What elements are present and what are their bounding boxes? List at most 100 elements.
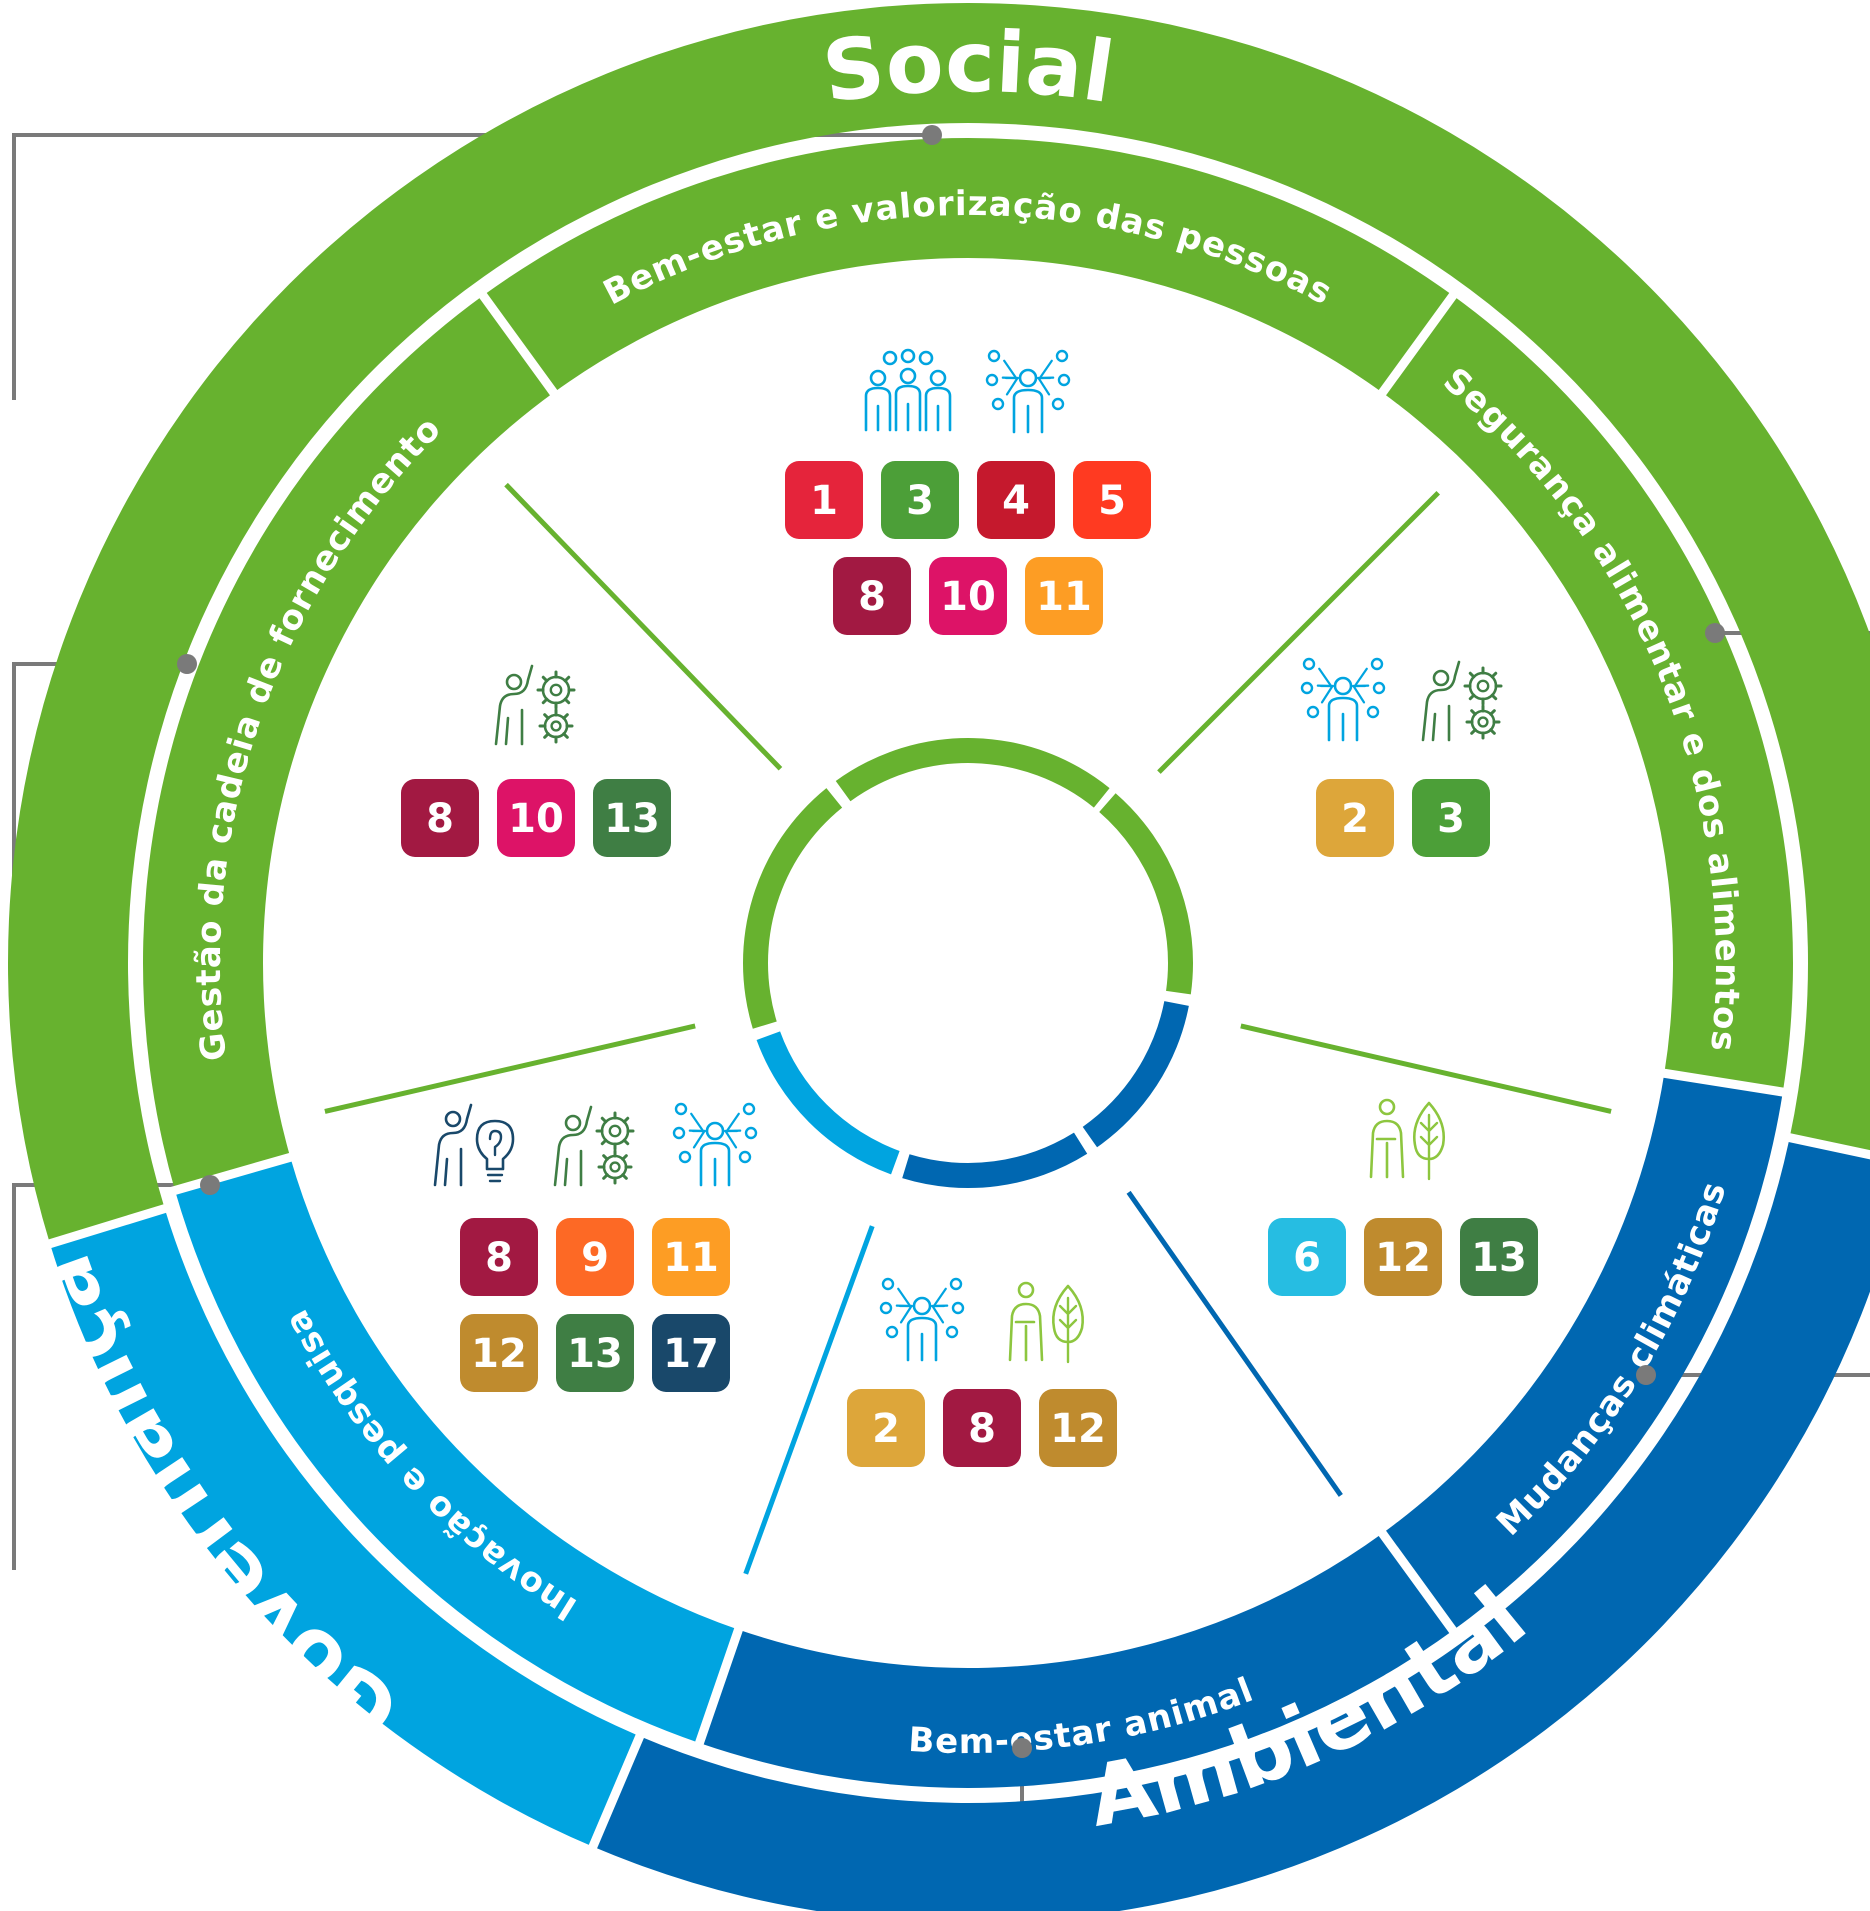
svg-text:9: 9 [581, 1235, 609, 1281]
person-leaf-icon [1369, 1098, 1445, 1181]
svg-text:8: 8 [968, 1406, 996, 1452]
segment-dividers [43, 288, 1870, 1854]
spoke-line [504, 482, 783, 771]
person-gears-icon [553, 1105, 635, 1187]
sdg-badge-12: 12 [460, 1314, 538, 1392]
theme-content-mudancas-climaticas: 6 12 13 [1268, 1098, 1538, 1296]
svg-text:6: 6 [1293, 1235, 1321, 1281]
svg-text:4: 4 [1002, 478, 1030, 524]
svg-text:12: 12 [471, 1331, 527, 1377]
network-person-icon [672, 1102, 758, 1187]
svg-text:8: 8 [858, 574, 886, 620]
person-gears-icon [1421, 660, 1503, 742]
sdg-badge-10: 10 [929, 557, 1007, 635]
svg-text:10: 10 [508, 796, 564, 842]
sdg-badge-3: 3 [881, 461, 959, 539]
sdg-badge-3: 3 [1412, 779, 1490, 857]
pillar-gap [586, 1729, 646, 1854]
svg-text:1: 1 [810, 478, 838, 524]
svg-text:10: 10 [940, 574, 996, 620]
pillar-gap [1783, 1132, 1870, 1160]
spoke-line [743, 1225, 875, 1575]
outer-pillar-ring [8, 3, 1870, 1911]
connector-dot [1705, 623, 1725, 643]
svg-text:8: 8 [485, 1235, 513, 1281]
center-ring-segment [902, 1132, 1088, 1188]
svg-text:8: 8 [426, 796, 454, 842]
sdg-badge-2: 2 [1316, 779, 1394, 857]
spoke-line [1126, 1190, 1343, 1497]
theme-content-bem-estar-pessoas: 1 3 4 5 8 10 11 [785, 348, 1151, 635]
spoke-line [1240, 1023, 1612, 1114]
theme-gap [693, 1623, 745, 1750]
connector-dot [1012, 1738, 1032, 1758]
theme-gap [168, 1151, 297, 1197]
sdg-badge-11: 11 [652, 1218, 730, 1296]
sdg-badge-8: 8 [943, 1389, 1021, 1467]
svg-text:13: 13 [604, 796, 660, 842]
sdg-badge-6: 6 [1268, 1218, 1346, 1296]
svg-text:12: 12 [1050, 1406, 1106, 1452]
theme-band-bem-estar-animal [699, 1533, 1453, 1788]
center-ring-segment [1082, 1001, 1189, 1148]
svg-text:5: 5 [1098, 478, 1126, 524]
sdg-badge-2: 2 [847, 1389, 925, 1467]
theme-gap [1658, 1068, 1789, 1098]
network-person-icon [1300, 657, 1386, 742]
theme-gap [1375, 288, 1460, 400]
svg-text:2: 2 [872, 1406, 900, 1452]
theme-band-seguranca-alimentar [1382, 295, 1794, 1093]
svg-text:11: 11 [663, 1235, 719, 1281]
network-person-icon [985, 349, 1071, 434]
sdg-badge-17: 17 [652, 1314, 730, 1392]
center-ring-segment [756, 1031, 900, 1175]
sdg-badge-4: 4 [977, 461, 1055, 539]
theme-ring [143, 137, 1794, 1788]
sdg-badge-13: 13 [556, 1314, 634, 1392]
svg-text:11: 11 [1036, 574, 1092, 620]
person-idea-icon [433, 1103, 515, 1187]
theme-content-bem-estar-animal: 2 8 12 [847, 1277, 1117, 1467]
svg-text:2: 2 [1341, 796, 1369, 842]
sdg-badge-1: 1 [785, 461, 863, 539]
sdg-badge-8: 8 [401, 779, 479, 857]
svg-text:13: 13 [1471, 1235, 1527, 1281]
sdg-badge-5: 5 [1073, 461, 1151, 539]
svg-text:3: 3 [906, 478, 934, 524]
sdg-badge-13: 13 [1460, 1218, 1538, 1296]
people-group-icon [864, 348, 952, 432]
svg-text:12: 12 [1375, 1235, 1431, 1281]
sdg-badge-8: 8 [833, 557, 911, 635]
theme-band-cadeia-fornecimento [143, 295, 554, 1191]
connector-dot [922, 125, 942, 145]
sdg-badge-10: 10 [497, 779, 575, 857]
person-leaf-icon [1008, 1281, 1084, 1364]
sdg-badge-8: 8 [460, 1218, 538, 1296]
sdg-badge-9: 9 [556, 1218, 634, 1296]
svg-text:13: 13 [567, 1331, 623, 1377]
svg-text:17: 17 [663, 1331, 719, 1377]
connector-dots [177, 125, 1725, 1758]
connector-dot [177, 654, 197, 674]
pillar-gap [43, 1202, 171, 1250]
svg-text:3: 3 [1437, 796, 1465, 842]
center-ring-segment [835, 738, 1110, 808]
connector-dot [1636, 1365, 1656, 1385]
theme-band-inovacao-pesquisa [174, 1157, 739, 1744]
spoke-line [324, 1023, 696, 1114]
sdg-badge-13: 13 [593, 779, 671, 857]
center-ring-segment [1099, 793, 1193, 995]
theme-gap [1375, 1526, 1460, 1638]
center-ring-segment [743, 788, 843, 1029]
connector-dot [200, 1175, 220, 1195]
pillar-band-ambiental [592, 1137, 1870, 1911]
pillar-label-social: Social [817, 13, 1119, 122]
person-gears-icon [494, 664, 576, 746]
center-ring [743, 738, 1193, 1188]
theme-band-mudancas-climaticas [1382, 1073, 1783, 1631]
sdg-badge-12: 12 [1364, 1218, 1442, 1296]
theme-content-cadeia-fornecimento: 8 10 13 [401, 664, 671, 857]
